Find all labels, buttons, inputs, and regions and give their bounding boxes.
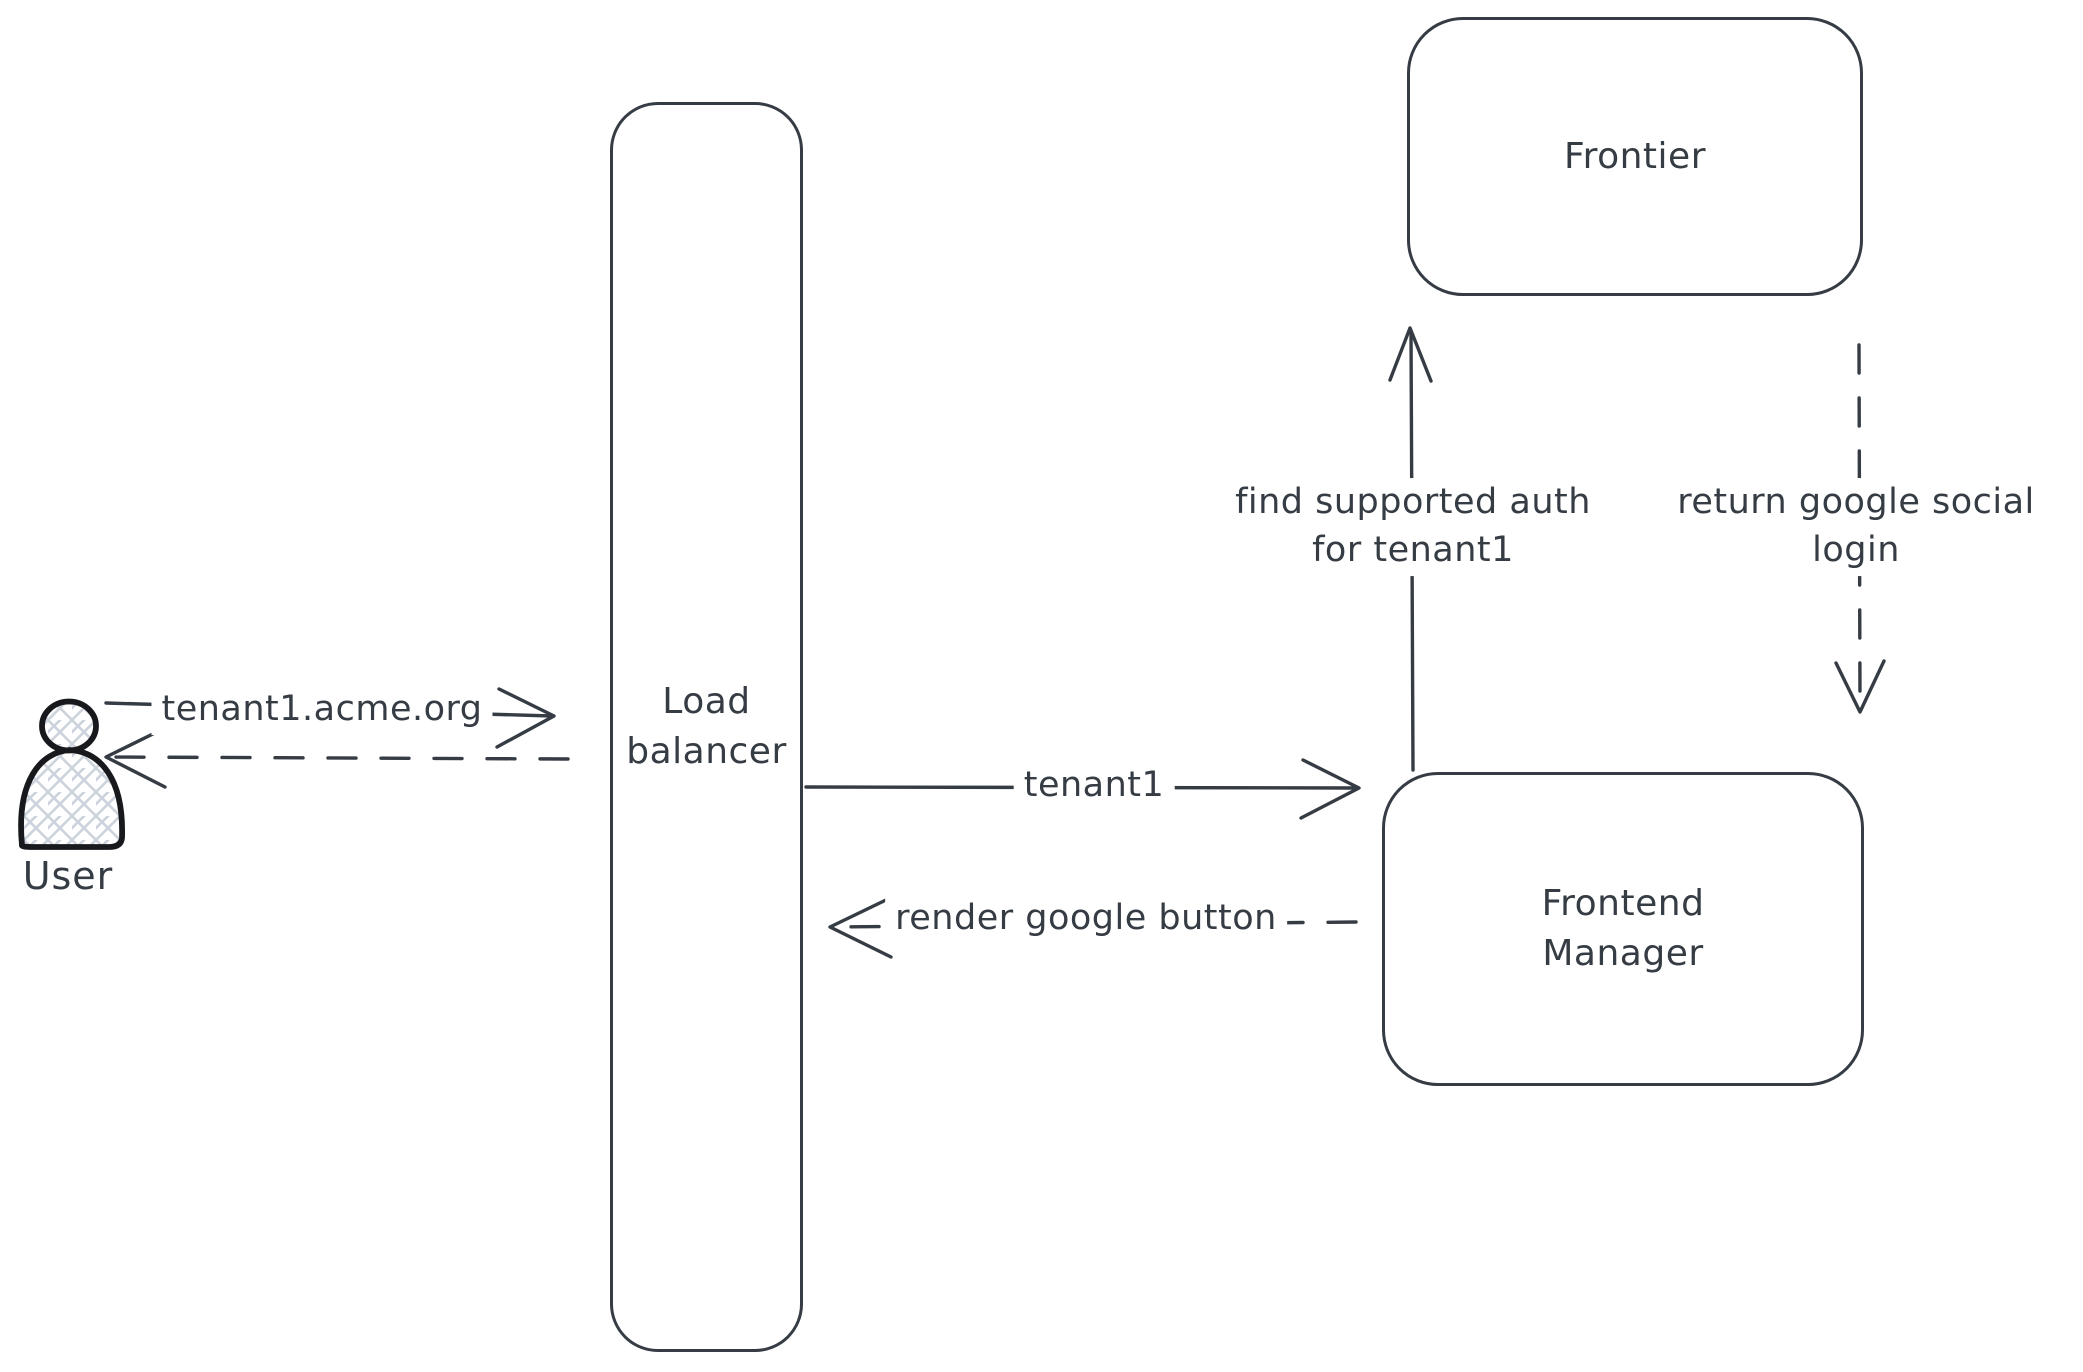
arrowhead-left xyxy=(828,897,893,959)
edge-label-render-google-button: render google button xyxy=(885,894,1287,944)
arrowhead-right xyxy=(1299,758,1361,820)
arrowhead-up xyxy=(1388,326,1433,383)
edge-label-find-line2: for tenant1 xyxy=(1312,530,1514,570)
edge-label-return-line2: login xyxy=(1812,530,1900,570)
user-actor-icon xyxy=(18,698,125,850)
frontend-manager-label-line2: Manager xyxy=(1542,933,1704,974)
arrowhead-right xyxy=(495,687,556,749)
load-balancer-label-line2: balancer xyxy=(626,731,787,772)
frontier-node: Frontier xyxy=(1407,17,1863,296)
edge-label-tenant1-acme-org: tenant1.acme.org xyxy=(151,685,493,735)
arrowhead-down xyxy=(1834,659,1886,714)
load-balancer-label: Load balancer xyxy=(626,677,787,776)
edge-label-return-google-social: return google social login xyxy=(1667,478,2045,576)
frontend-manager-label: Frontend Manager xyxy=(1542,879,1705,978)
edge-label-find-supported-auth: find supported auth for tenant1 xyxy=(1225,478,1601,576)
edge-label-find-line1: find supported auth xyxy=(1235,482,1591,523)
edge-label-return-line1: return google social xyxy=(1677,482,2035,523)
load-balancer-node: Load balancer xyxy=(610,102,803,1352)
arrowhead-left xyxy=(104,727,167,789)
load-balancer-label-line1: Load xyxy=(662,681,751,723)
edge-label-tenant1: tenant1 xyxy=(1013,761,1175,811)
frontend-manager-node: Frontend Manager xyxy=(1382,772,1864,1086)
frontend-manager-label-line1: Frontend xyxy=(1541,883,1705,925)
frontier-label: Frontier xyxy=(1563,135,1706,177)
user-label: User xyxy=(22,854,114,898)
arrow-response-to-user xyxy=(104,727,570,789)
